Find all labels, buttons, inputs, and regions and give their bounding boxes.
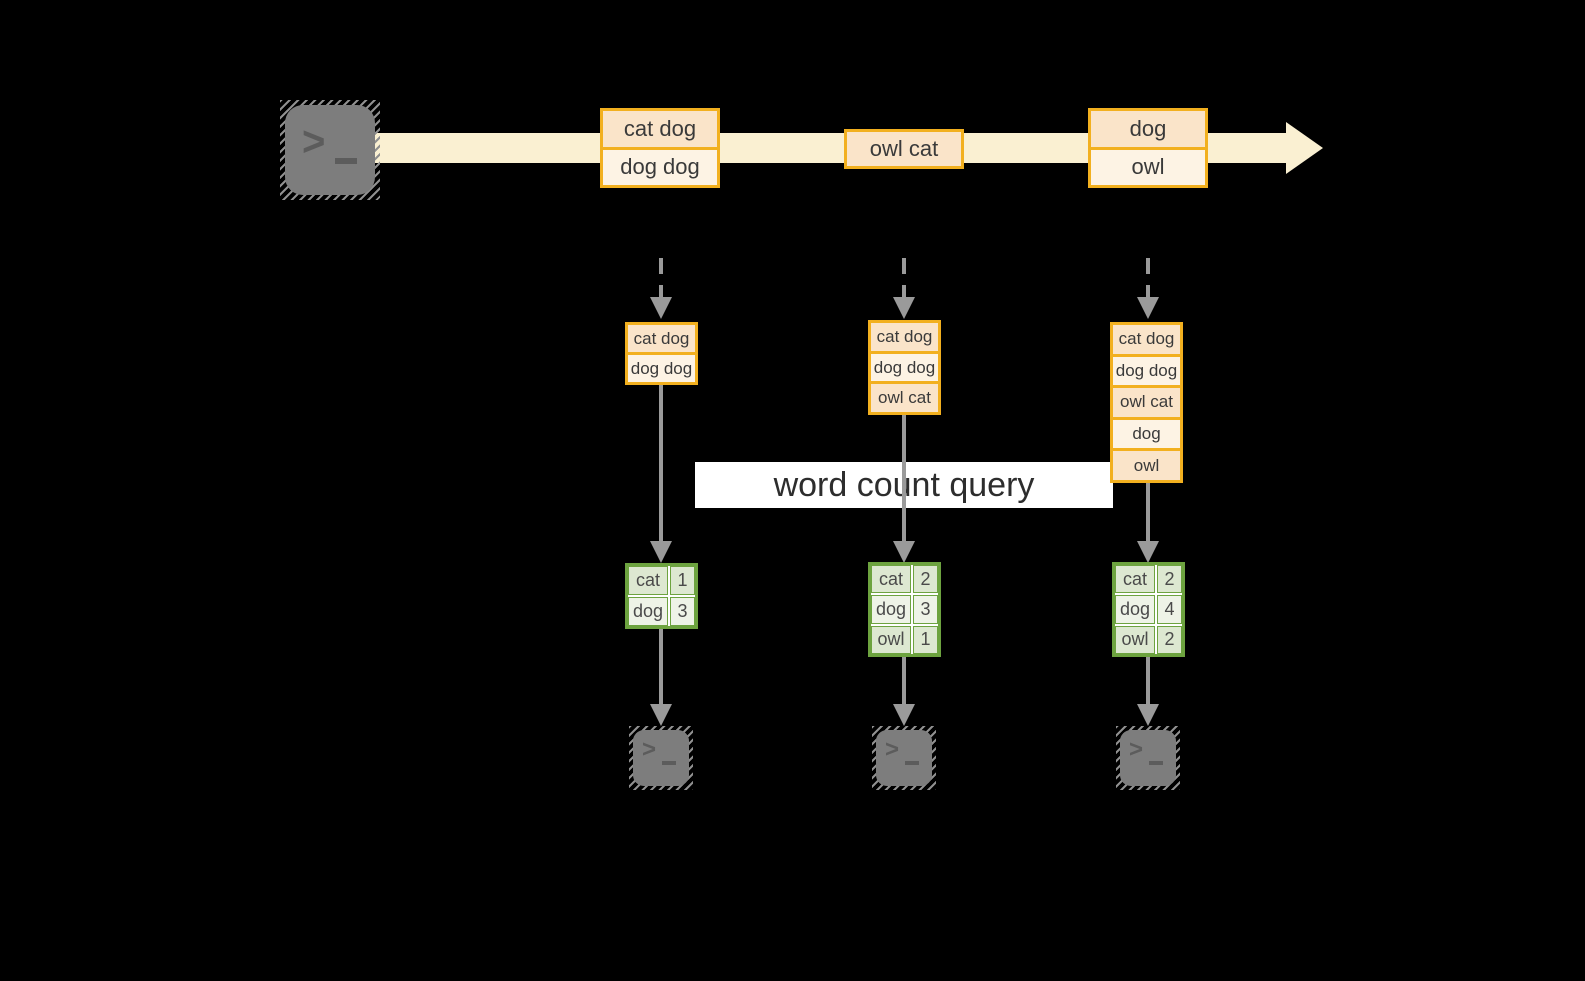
batch-word: dog <box>1091 111 1205 147</box>
count-value: 3 <box>913 595 938 624</box>
arrow-line <box>1146 483 1150 543</box>
stream-batch-1: cat dog dog dog <box>600 108 720 188</box>
arrow-line <box>659 385 663 543</box>
count-value: 2 <box>1157 565 1182 594</box>
dashed-arrow-line <box>1146 258 1150 298</box>
terminal-icon: > <box>1116 726 1180 790</box>
count-value: 1 <box>913 625 938 654</box>
count-word: owl <box>1115 625 1155 654</box>
prompt-underscore-icon <box>335 158 357 164</box>
count-table-3: cat 2 dog 4 owl 2 <box>1112 562 1185 657</box>
batch-word: owl cat <box>847 132 961 166</box>
prompt-underscore-icon <box>905 761 919 765</box>
arrow-line <box>659 629 663 705</box>
count-word: dog <box>1115 595 1155 624</box>
batch-word: dog dog <box>603 146 717 185</box>
stream-arrowhead-icon <box>1286 122 1323 174</box>
terminal-icon: > <box>280 100 380 200</box>
count-word: cat <box>871 565 911 594</box>
terminal-icon-body <box>633 730 689 786</box>
count-value: 2 <box>1157 625 1182 654</box>
count-word: dog <box>628 597 668 626</box>
batch-word: cat dog <box>603 111 717 147</box>
count-table-1: cat 1 dog 3 <box>625 563 698 629</box>
batch-word: owl <box>1091 146 1205 185</box>
stack-word: cat dog <box>1113 325 1180 354</box>
stack-word: cat dog <box>871 323 938 351</box>
stack-word: owl <box>1113 448 1180 480</box>
stream-batch-2: owl cat <box>844 129 964 169</box>
micro-batch-stack-3: cat dog dog dog owl cat dog owl <box>1110 322 1183 483</box>
arrowhead-icon <box>650 704 672 726</box>
dashed-arrowhead-icon <box>1137 297 1159 319</box>
count-value: 4 <box>1157 595 1182 624</box>
count-word: owl <box>871 625 911 654</box>
count-table-2: cat 2 dog 3 owl 1 <box>868 562 941 657</box>
prompt-underscore-icon <box>1149 761 1163 765</box>
prompt-chevron-icon: > <box>885 736 900 763</box>
stack-word: dog dog <box>871 350 938 382</box>
stack-word: owl cat <box>871 381 938 413</box>
arrow-line <box>1146 657 1150 705</box>
stack-word: dog <box>1113 416 1180 449</box>
stack-word: dog dog <box>1113 353 1180 386</box>
arrowhead-icon <box>893 541 915 563</box>
count-value: 1 <box>670 566 695 595</box>
arrowhead-icon <box>893 704 915 726</box>
count-word: cat <box>628 566 668 595</box>
prompt-chevron-icon: > <box>642 736 657 763</box>
prompt-chevron-icon: > <box>1129 736 1144 763</box>
terminal-icon-body <box>876 730 932 786</box>
prompt-chevron-icon: > <box>302 118 326 166</box>
dashed-arrow-line <box>659 258 663 298</box>
micro-batch-stack-1: cat dog dog dog <box>625 322 698 385</box>
terminal-icon-body <box>285 105 375 195</box>
arrow-line <box>902 415 906 543</box>
count-word: dog <box>871 595 911 624</box>
count-value: 3 <box>670 597 695 626</box>
dashed-arrowhead-icon <box>893 297 915 319</box>
arrowhead-icon <box>1137 541 1159 563</box>
dashed-arrowhead-icon <box>650 297 672 319</box>
terminal-icon-body <box>1120 730 1176 786</box>
micro-batch-stack-2: cat dog dog dog owl cat <box>868 320 941 415</box>
count-word: cat <box>1115 565 1155 594</box>
prompt-underscore-icon <box>662 761 676 765</box>
count-value: 2 <box>913 565 938 594</box>
arrow-line <box>902 657 906 705</box>
dashed-arrow-line <box>902 258 906 298</box>
stream-batch-3: dog owl <box>1088 108 1208 188</box>
terminal-icon: > <box>872 726 936 790</box>
arrowhead-icon <box>1137 704 1159 726</box>
arrowhead-icon <box>650 541 672 563</box>
stack-word: dog dog <box>628 352 695 382</box>
terminal-icon: > <box>629 726 693 790</box>
stack-word: cat dog <box>628 325 695 352</box>
stack-word: owl cat <box>1113 385 1180 417</box>
